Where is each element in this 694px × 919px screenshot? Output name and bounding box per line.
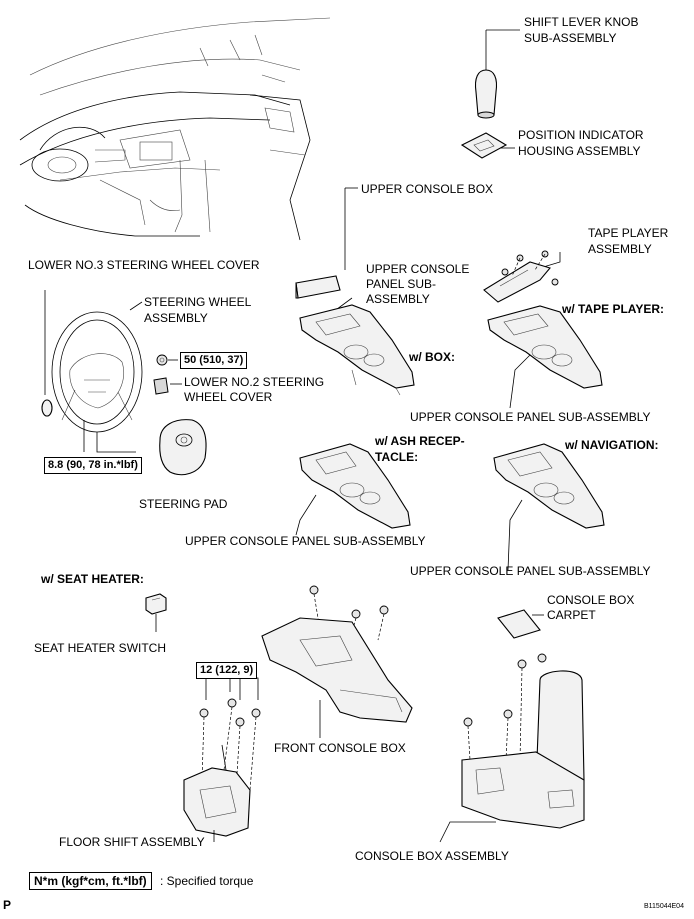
figure-code: B115044E04 — [644, 903, 684, 910]
console-box-assembly-part — [439, 653, 585, 843]
label-tape-player-2: ASSEMBLY — [588, 242, 652, 256]
upper-console-panel-nav-part — [493, 443, 605, 571]
upper-console-panel-ash-part — [295, 443, 411, 536]
label-upper-panel-3: ASSEMBLY — [366, 292, 430, 306]
label-w-navigation: w/ NAVIGATION: — [565, 438, 659, 452]
label-tape-player-1: TAPE PLAYER — [588, 226, 669, 240]
label-carpet-1: CONSOLE BOX — [547, 593, 635, 607]
label-w-box: w/ BOX: — [409, 350, 456, 364]
steering-pad-part — [159, 419, 207, 476]
label-steering-wheel-1: STEERING WHEEL — [144, 295, 252, 309]
label-position-indicator-1: POSITION INDICATOR — [518, 128, 644, 142]
label-w-ash-2: TACLE: — [375, 450, 419, 464]
label-shift-knob-2: SUB-ASSEMBLY — [524, 31, 617, 45]
shift-lever-knob-part — [474, 29, 520, 119]
label-position-indicator-2: HOUSING ASSEMBLY — [518, 144, 641, 158]
torque-50: 50 (510, 37) — [180, 352, 248, 369]
label-upper-panel-tape: UPPER CONSOLE PANEL SUB-ASSEMBLY — [410, 410, 651, 424]
label-shift-knob-1: SHIFT LEVER KNOB — [524, 15, 639, 29]
label-front-console-box: FRONT CONSOLE BOX — [274, 741, 406, 755]
label-steering-wheel-2: ASSEMBLY — [144, 311, 208, 325]
label-upper-panel-ash: UPPER CONSOLE PANEL SUB-ASSEMBLY — [185, 534, 426, 548]
label-upper-console-box: UPPER CONSOLE BOX — [361, 182, 494, 196]
front-console-box-part — [261, 585, 413, 738]
label-w-tape-player: w/ TAPE PLAYER: — [562, 302, 665, 316]
torque-8-8: 8.8 (90, 78 in.*lbf) — [44, 457, 142, 474]
label-steering-pad: STEERING PAD — [139, 497, 228, 511]
torque-12: 12 (122, 9) — [196, 662, 258, 679]
label-lower-no2-cover-1: LOWER NO.2 STEERING — [184, 375, 325, 389]
label-upper-panel-nav: UPPER CONSOLE PANEL SUB-ASSEMBLY — [410, 564, 651, 578]
floor-shift-assembly-part — [183, 677, 261, 842]
label-floor-shift: FLOOR SHIFT ASSEMBLY — [59, 835, 205, 849]
legend-torque-units: N*m (kgf*cm, ft.*lbf) — [29, 872, 152, 890]
label-seat-heater-switch: SEAT HEATER SWITCH — [34, 641, 167, 655]
lower-no2-cover-part — [153, 377, 182, 395]
position-indicator-housing-part — [460, 132, 515, 159]
upper-console-panel-tape-part — [487, 305, 603, 409]
legend-description: : Specified torque — [160, 874, 254, 888]
console-box-carpet-part — [497, 609, 544, 639]
upper-console-panel-box-part — [299, 297, 415, 396]
label-upper-panel-1: UPPER CONSOLE — [366, 262, 470, 276]
tape-player-part — [483, 250, 561, 303]
label-lower-no2-cover-2: WHEEL COVER — [184, 390, 273, 404]
label-console-box-assembly: CONSOLE BOX ASSEMBLY — [355, 849, 509, 863]
label-upper-panel-2: PANEL SUB- — [366, 277, 437, 291]
steering-nut-part — [156, 354, 178, 366]
label-w-seat-heater: w/ SEAT HEATER: — [41, 572, 144, 586]
label-w-ash-1: w/ ASH RECEP- — [375, 434, 465, 448]
steering-wheel-part — [41, 290, 143, 453]
instrument-panel-illustration — [19, 17, 331, 241]
page-letter: P — [3, 898, 12, 912]
label-carpet-2: CARPET — [547, 608, 596, 622]
seat-heater-switch-part — [145, 593, 167, 632]
label-lower-no3-cover: LOWER NO.3 STEERING WHEEL COVER — [28, 258, 260, 272]
upper-console-box-part — [295, 187, 358, 299]
